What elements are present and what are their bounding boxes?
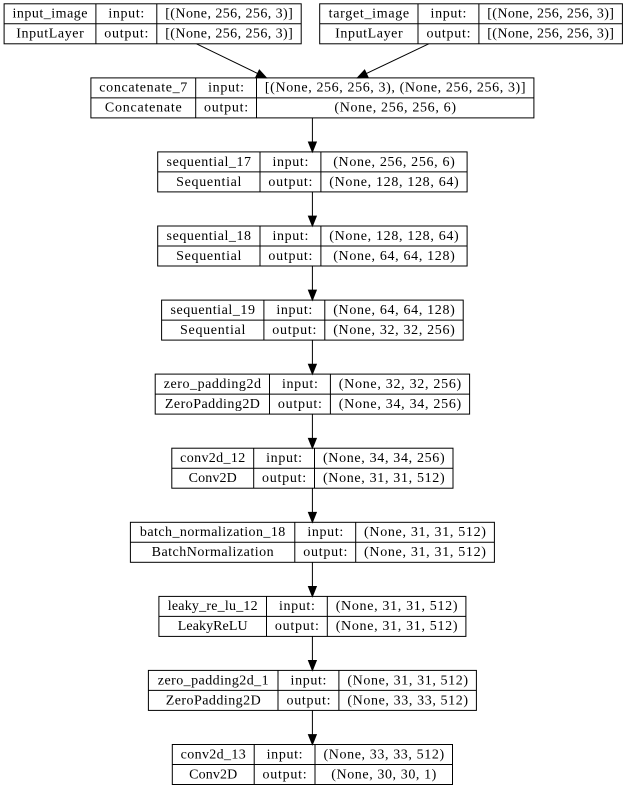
svg-text:conv2d_12: conv2d_12 xyxy=(180,451,245,466)
svg-text:sequential_19: sequential_19 xyxy=(170,303,255,318)
svg-text:output:: output: xyxy=(426,27,470,42)
svg-text:output:: output: xyxy=(303,545,347,560)
svg-text:BatchNormalization: BatchNormalization xyxy=(152,545,274,560)
svg-text:(None, 32, 32, 256): (None, 32, 32, 256) xyxy=(333,323,455,338)
svg-text:Sequential: Sequential xyxy=(180,323,245,338)
svg-text:(None, 31, 31, 512): (None, 31, 31, 512) xyxy=(364,545,486,560)
svg-text:input:: input: xyxy=(279,599,315,614)
svg-text:InputLayer: InputLayer xyxy=(335,27,403,42)
svg-text:leaky_re_lu_12: leaky_re_lu_12 xyxy=(168,599,258,614)
svg-text:zero_padding2d_1: zero_padding2d_1 xyxy=(158,673,269,688)
svg-text:[(None, 256, 256, 3)]: [(None, 256, 256, 3)] xyxy=(165,7,293,22)
svg-text:batch_normalization_18: batch_normalization_18 xyxy=(140,525,285,540)
svg-text:(None, 31, 31, 512): (None, 31, 31, 512) xyxy=(364,525,486,540)
svg-text:(None, 31, 31, 512): (None, 31, 31, 512) xyxy=(336,599,458,614)
svg-text:(None, 31, 31, 512): (None, 31, 31, 512) xyxy=(323,471,445,486)
svg-text:(None, 256, 256, 6): (None, 256, 256, 6) xyxy=(333,155,455,170)
svg-text:target_image: target_image xyxy=(329,7,410,22)
svg-text:(None, 31, 31, 512): (None, 31, 31, 512) xyxy=(347,673,468,688)
svg-text:output:: output: xyxy=(204,101,248,116)
svg-text:sequential_17: sequential_17 xyxy=(167,155,251,170)
svg-text:(None, 31, 31, 512): (None, 31, 31, 512) xyxy=(336,619,458,634)
svg-text:conv2d_13: conv2d_13 xyxy=(181,747,246,762)
svg-text:(None, 64, 64, 128): (None, 64, 64, 128) xyxy=(333,303,455,318)
svg-text:(None, 33, 33, 512): (None, 33, 33, 512) xyxy=(347,693,468,708)
svg-text:input:: input: xyxy=(307,525,343,540)
svg-text:input:: input: xyxy=(276,303,312,318)
svg-text:zero_padding2d: zero_padding2d xyxy=(164,377,261,392)
svg-text:output:: output: xyxy=(268,175,312,190)
svg-text:LeakyReLU: LeakyReLU xyxy=(178,619,248,634)
svg-text:[(None, 256, 256, 3), (None, 2: [(None, 256, 256, 3), (None, 256, 256, 3… xyxy=(265,81,526,96)
svg-text:(None, 128, 128, 64): (None, 128, 128, 64) xyxy=(329,175,459,190)
svg-text:input:: input: xyxy=(208,81,244,96)
svg-text:Conv2D: Conv2D xyxy=(189,471,237,486)
svg-text:output:: output: xyxy=(263,767,307,782)
svg-text:output:: output: xyxy=(268,249,312,264)
svg-text:output:: output: xyxy=(272,323,316,338)
svg-text:(None, 128, 128, 64): (None, 128, 128, 64) xyxy=(329,229,459,244)
svg-text:InputLayer: InputLayer xyxy=(16,27,84,42)
svg-text:output:: output: xyxy=(262,471,306,486)
svg-text:Sequential: Sequential xyxy=(176,175,241,190)
svg-text:Conv2D: Conv2D xyxy=(189,767,237,782)
svg-text:input:: input: xyxy=(291,673,327,688)
svg-text:(None, 64, 64, 128): (None, 64, 64, 128) xyxy=(333,249,455,264)
svg-text:(None, 32, 32, 256): (None, 32, 32, 256) xyxy=(339,377,462,392)
svg-text:[(None, 256, 256, 3)]: [(None, 256, 256, 3)] xyxy=(165,27,293,42)
svg-text:input:: input: xyxy=(272,229,308,244)
svg-text:input:: input: xyxy=(431,7,467,22)
svg-text:(None, 256, 256, 6): (None, 256, 256, 6) xyxy=(334,101,456,116)
svg-text:output:: output: xyxy=(278,397,322,412)
svg-text:input_image: input_image xyxy=(13,7,88,22)
svg-text:output:: output: xyxy=(104,27,148,42)
svg-text:sequential_18: sequential_18 xyxy=(167,229,251,244)
svg-text:ZeroPadding2D: ZeroPadding2D xyxy=(166,693,261,708)
svg-text:concatenate_7: concatenate_7 xyxy=(99,81,187,96)
svg-text:input:: input: xyxy=(108,7,144,22)
svg-text:(None, 34, 34, 256): (None, 34, 34, 256) xyxy=(339,397,462,412)
svg-text:output:: output: xyxy=(275,619,319,634)
svg-text:Concatenate: Concatenate xyxy=(105,101,182,116)
svg-text:input:: input: xyxy=(282,377,318,392)
svg-text:[(None, 256, 256, 3)]: [(None, 256, 256, 3)] xyxy=(487,7,614,22)
svg-text:[(None, 256, 256, 3)]: [(None, 256, 256, 3)] xyxy=(487,27,614,42)
svg-text:Sequential: Sequential xyxy=(176,249,241,264)
svg-text:(None, 33, 33, 512): (None, 33, 33, 512) xyxy=(323,747,444,762)
svg-text:(None, 30, 30, 1): (None, 30, 30, 1) xyxy=(331,767,436,782)
svg-text:output:: output: xyxy=(286,693,330,708)
svg-text:input:: input: xyxy=(267,747,303,762)
svg-text:input:: input: xyxy=(266,451,302,466)
svg-text:(None, 34, 34, 256): (None, 34, 34, 256) xyxy=(323,451,445,466)
svg-text:ZeroPadding2D: ZeroPadding2D xyxy=(165,397,260,412)
svg-text:input:: input: xyxy=(272,155,308,170)
